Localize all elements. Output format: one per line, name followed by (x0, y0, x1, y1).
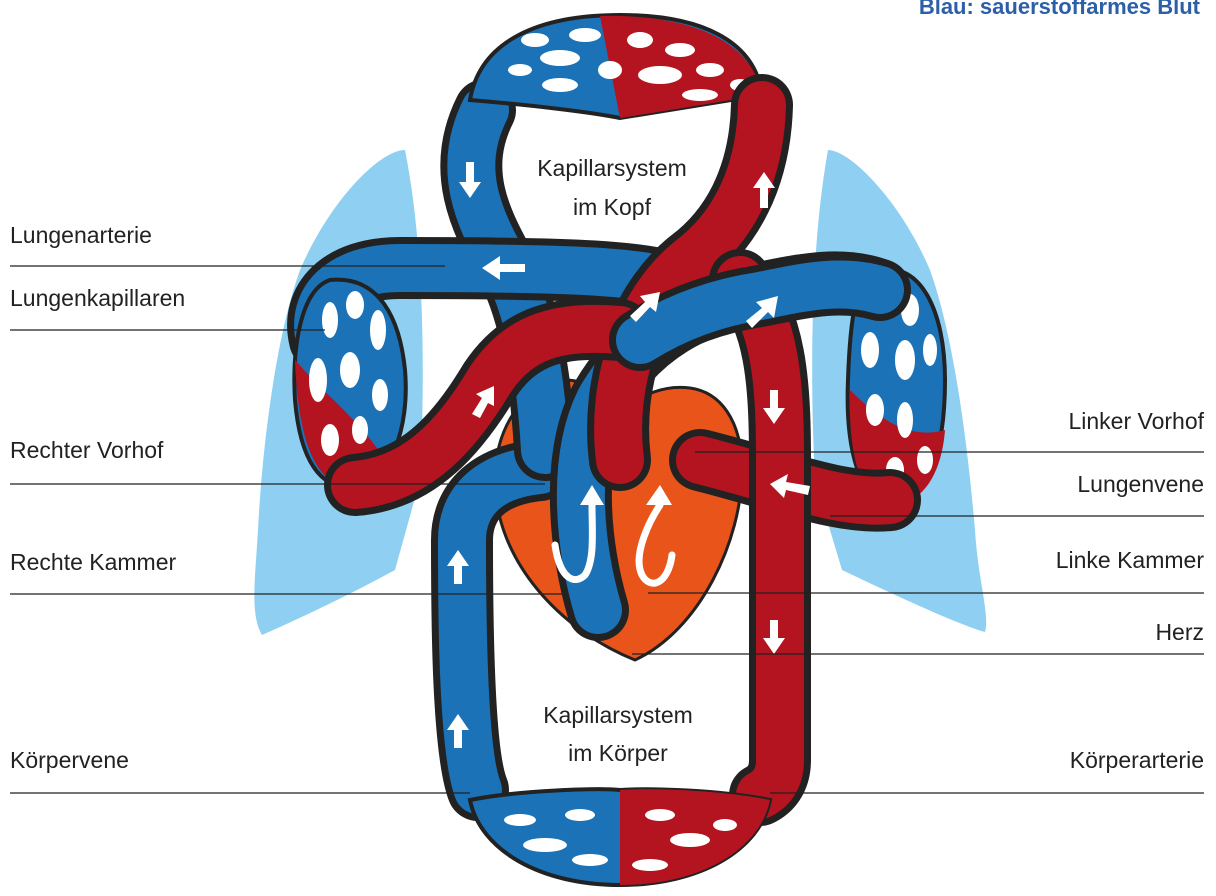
legend-blue: Blau: sauerstoffarmes Blut (919, 0, 1201, 19)
label-linker-vorhof: Linker Vorhof (1068, 408, 1204, 434)
label-lungenvene: Lungenvene (1077, 471, 1204, 497)
label-herz: Herz (1155, 619, 1204, 645)
body-capillary-caption-line1: Kapillarsystem (543, 702, 693, 728)
label-lungenarterie: Lungenarterie (10, 222, 152, 248)
label-lungenkapillaren: Lungenkapillaren (10, 285, 185, 311)
label-koerperarterie: Körperarterie (1070, 747, 1204, 773)
label-rechter-vorhof: Rechter Vorhof (10, 437, 164, 463)
head-capillary-caption-line2: im Kopf (573, 194, 652, 220)
label-rechte-kammer: Rechte Kammer (10, 549, 177, 575)
head-capillary-caption-line1: Kapillarsystem (537, 155, 687, 181)
label-koerpervene: Körpervene (10, 747, 129, 773)
label-linke-kammer: Linke Kammer (1056, 547, 1205, 573)
body-capillary-caption-line2: im Körper (568, 740, 668, 766)
